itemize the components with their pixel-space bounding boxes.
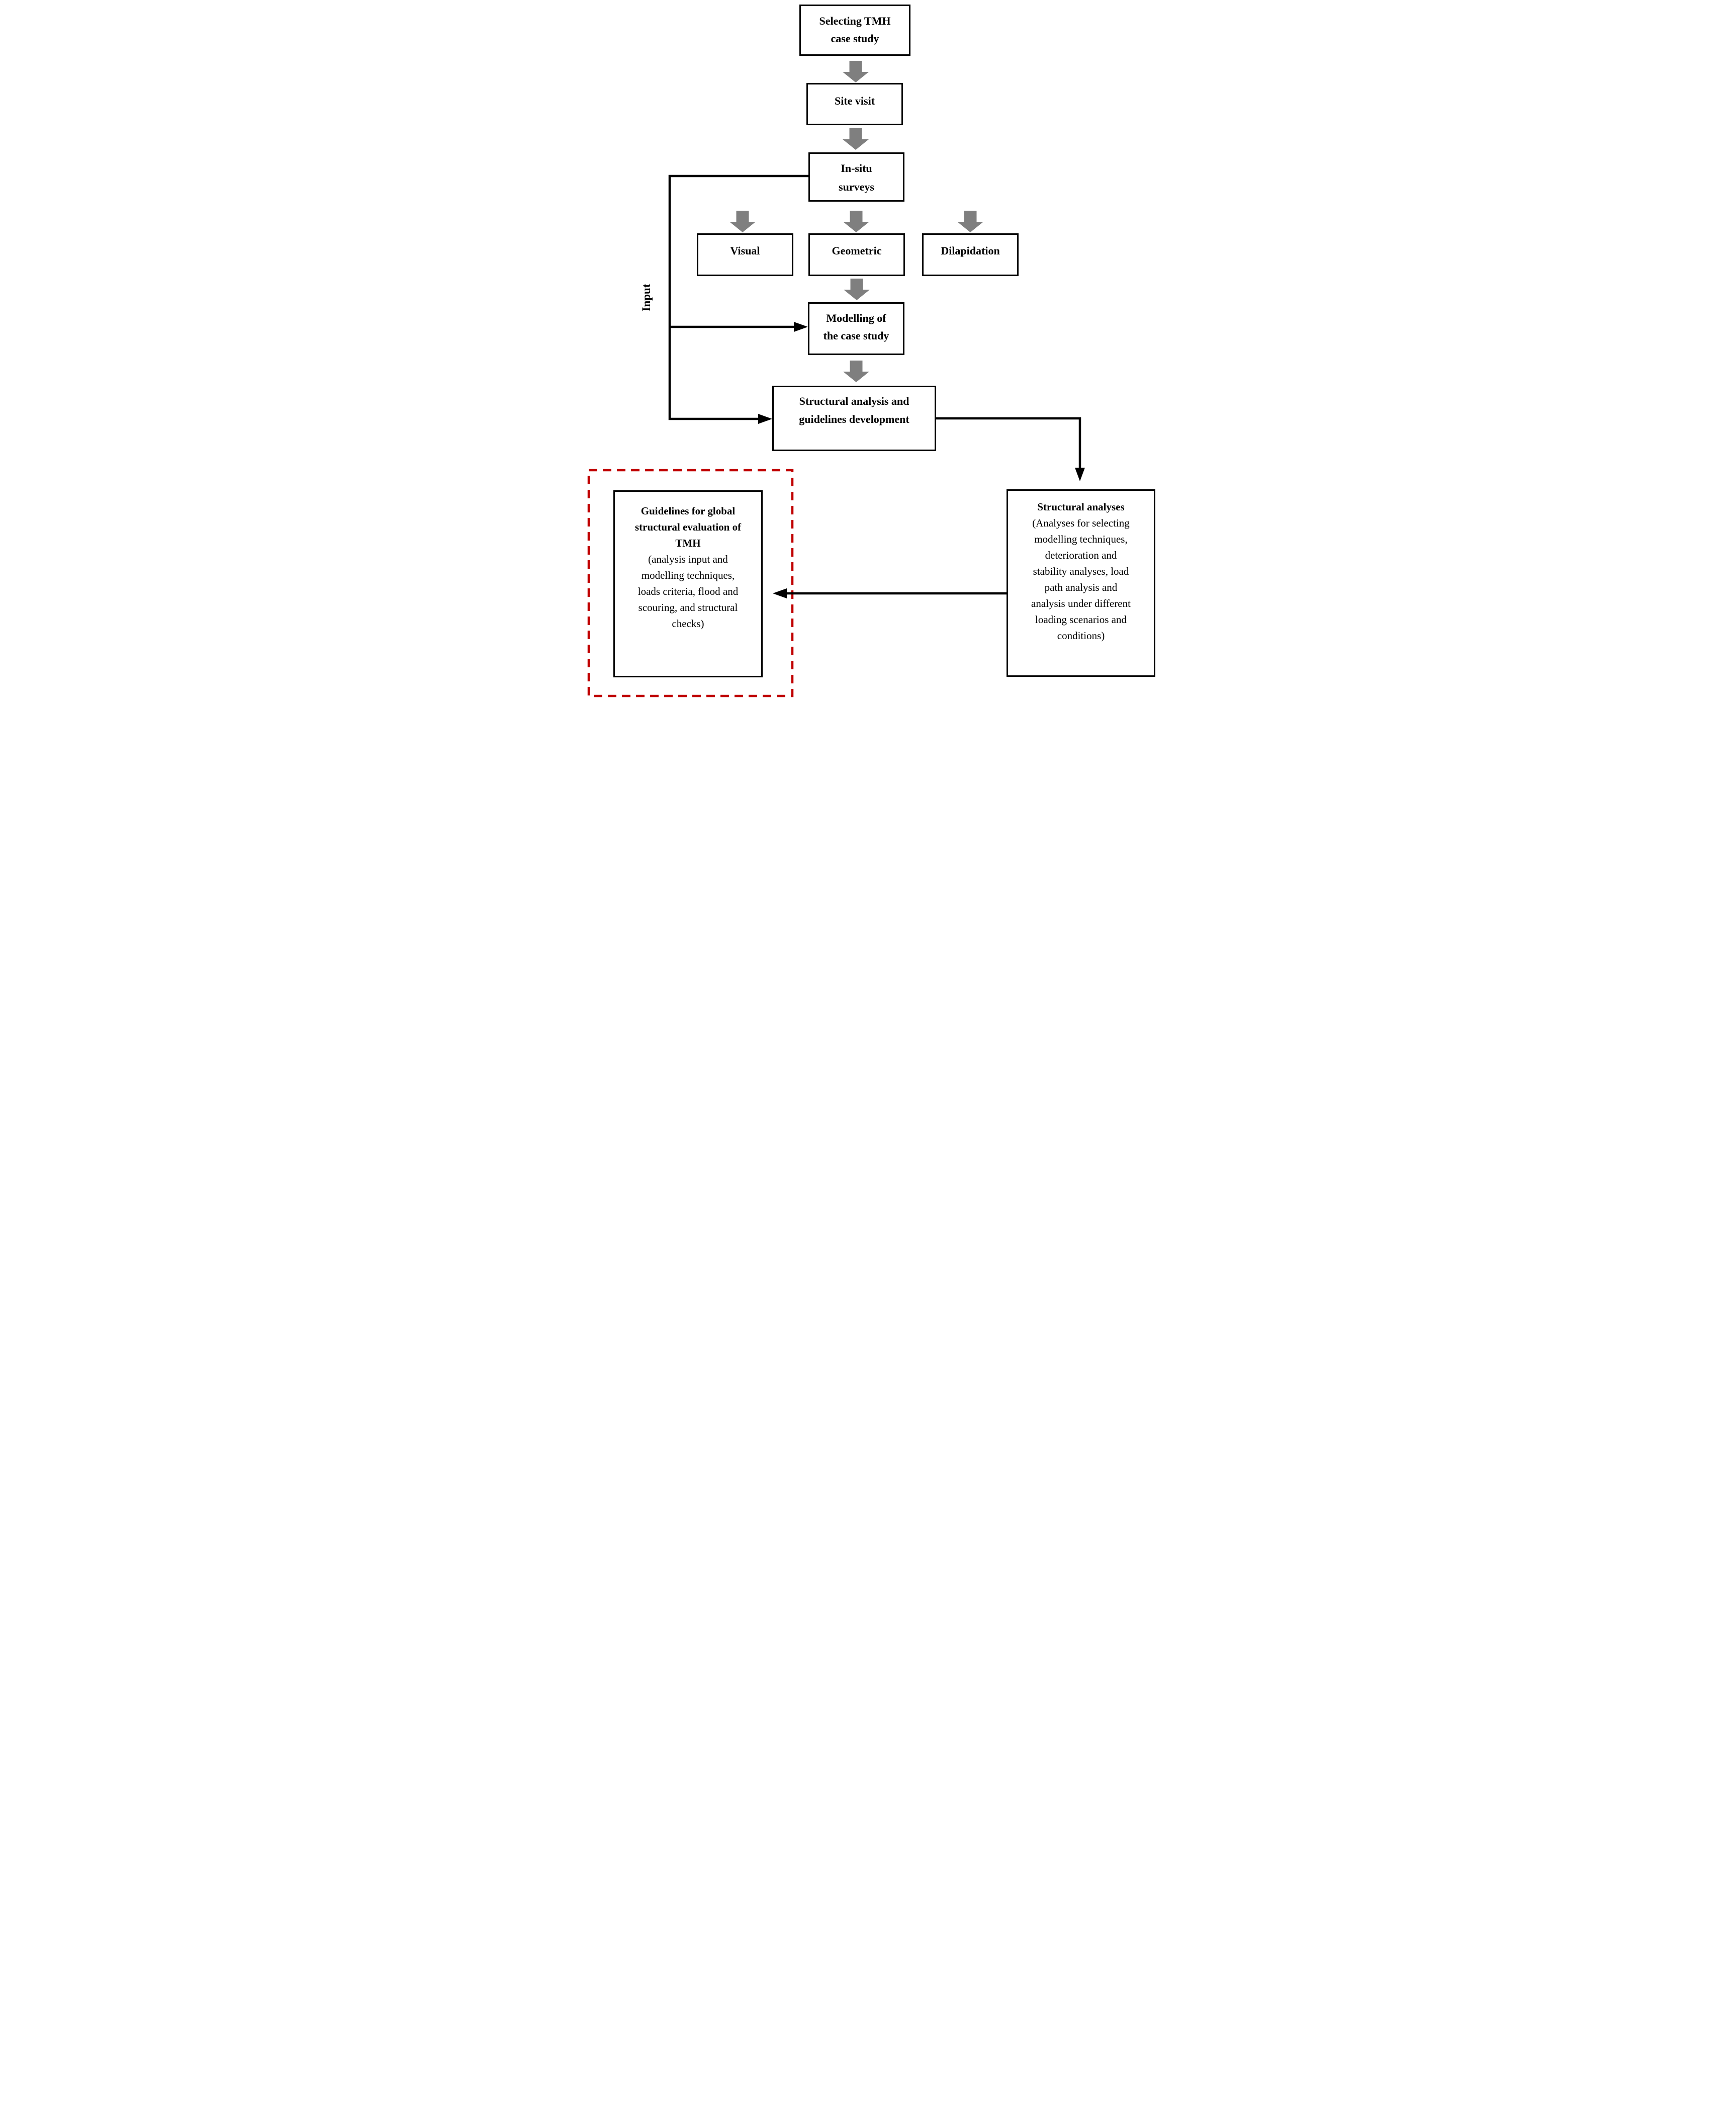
node-visual-survey: Visual <box>697 233 793 276</box>
input-side-label: Input <box>640 284 653 312</box>
input-connector-line <box>668 174 808 420</box>
node-guidelines-global-evaluation: Guidelines for global structural evaluat… <box>613 490 763 677</box>
arrowhead-into-modelling <box>794 322 808 332</box>
arrowhead-into-guidelines <box>773 588 787 598</box>
guidelines-body: (analysis input and modelling techniques… <box>637 553 739 630</box>
right-elbow-connector-line <box>936 417 1081 468</box>
arrowhead-into-structural-analysis <box>758 414 772 424</box>
guidelines-title: Guidelines for global structural evaluat… <box>634 505 742 549</box>
node-structural-analyses: Structural analyses (Analyses for select… <box>1007 489 1155 677</box>
down-arrow-icon <box>843 211 869 232</box>
node-modelling-case-study: Modelling of the case study <box>808 302 904 355</box>
down-arrow-icon <box>843 128 869 150</box>
node-geometric-survey: Geometric <box>808 233 905 276</box>
flowchart-canvas: Input Selecting TMH case study Site visi… <box>579 0 1157 702</box>
down-arrow-icon <box>957 211 983 232</box>
down-arrow-icon <box>843 61 869 82</box>
node-site-visit: Site visit <box>806 83 903 125</box>
arrowhead-into-structural-analyses <box>1075 468 1085 481</box>
node-selecting-tmh-case-study: Selecting TMH case study <box>799 5 910 56</box>
connector-layer <box>587 61 1085 697</box>
node-structural-analysis-guidelines: Structural analysis and guidelines devel… <box>772 386 936 451</box>
node-dilapidation-survey: Dilapidation <box>922 233 1019 276</box>
node-in-situ-surveys: In-situ surveys <box>808 152 904 202</box>
structural-analyses-title: Structural analyses <box>1037 501 1125 513</box>
highlight-dashed-region <box>587 469 794 697</box>
down-arrow-icon <box>843 361 869 382</box>
structural-analyses-body: (Analyses for selecting modelling techni… <box>1031 517 1131 642</box>
down-arrow-icon <box>729 211 756 232</box>
down-arrow-icon <box>844 279 870 300</box>
